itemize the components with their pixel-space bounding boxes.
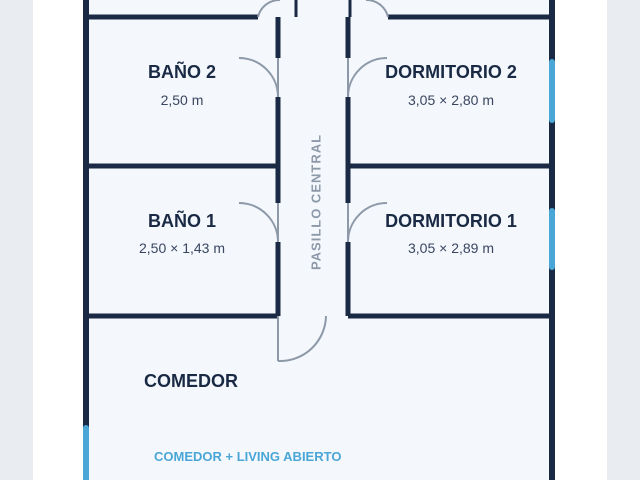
corridor-label: PASILLO CENTRAL [308, 133, 324, 271]
door-top-left [257, 0, 281, 18]
floor-area [86, 0, 552, 480]
door-dormitorio-2 [347, 57, 388, 98]
door-bano-2 [238, 57, 279, 98]
room-name-comedor: COMEDOR [144, 371, 238, 391]
door-bano-1 [238, 202, 279, 243]
room-name-dormitorio-2: DORMITORIO 2 [385, 62, 517, 82]
room-dims-bano-1: 2,50 × 1,43 m [138, 240, 226, 256]
door-dormitorio-1 [347, 202, 388, 243]
door-corridor-comedor [277, 315, 327, 363]
room-note-comedor: COMEDOR + LIVING ABIERTO [154, 449, 342, 464]
room-dims-dormitorio-2: 3,05 × 2,80 m [407, 92, 495, 108]
door-top-right [365, 0, 389, 18]
room-name-bano-1: BAÑO 1 [147, 211, 217, 231]
room-dims-dormitorio-1: 3,05 × 2,89 m [407, 240, 495, 256]
room-dims-bano-2: 2,50 m [160, 92, 204, 108]
room-name-dormitorio-1: DORMITORIO 1 [385, 211, 517, 231]
room-name-bano-2: BAÑO 2 [147, 62, 217, 82]
